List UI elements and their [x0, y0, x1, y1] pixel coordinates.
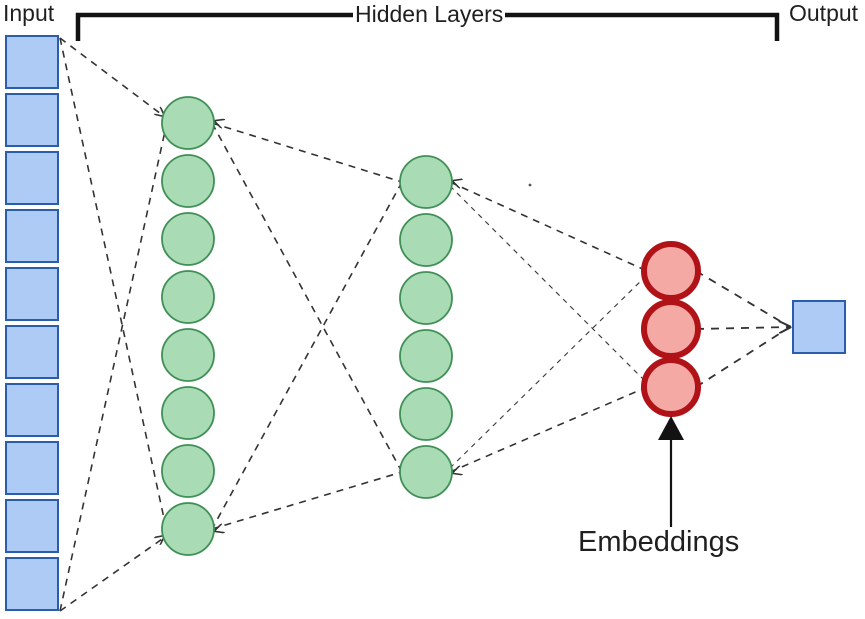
connection-line [59, 37, 166, 524]
input-node [5, 35, 59, 89]
connection-arrowhead [453, 459, 493, 473]
hidden-node [399, 329, 453, 383]
connections-embeddings-to-output [695, 270, 791, 388]
hidden-node [161, 502, 215, 556]
hidden-node [161, 270, 215, 324]
connection-line [449, 274, 648, 469]
embeddings-annotation-arrow [658, 416, 684, 527]
input-node [5, 151, 59, 205]
input-layer-nodes [5, 35, 59, 611]
input-node [5, 441, 59, 495]
hidden-node [161, 444, 215, 498]
connection-line [449, 386, 648, 473]
input-node [5, 383, 59, 437]
stray-dot-artifact [528, 183, 532, 187]
hidden-node [399, 213, 453, 267]
connection-line [211, 122, 403, 473]
connection-arrowhead [77, 45, 164, 116]
hidden-node [399, 271, 453, 325]
input-node [5, 93, 59, 147]
hidden-layer-2-nodes [399, 155, 453, 499]
connections-hidden2-to-embeddings [449, 181, 648, 473]
embedding-layer-nodes [641, 241, 701, 417]
connections-hidden1-to-hidden2 [211, 121, 403, 531]
input-node [5, 499, 59, 553]
hidden-node [161, 386, 215, 440]
hidden-node [161, 212, 215, 266]
embeddings-arrow-head [658, 416, 684, 440]
connection-line [449, 185, 648, 384]
connection-line [59, 536, 166, 612]
connection-line [59, 130, 166, 612]
hidden-layer-1-nodes [161, 96, 215, 556]
input-node [5, 557, 59, 611]
connection-line [695, 326, 791, 388]
hidden-node [399, 445, 453, 499]
embeddings-label: Embeddings [578, 526, 740, 558]
hidden-node [161, 154, 215, 208]
connection-line [449, 181, 648, 272]
input-node [5, 209, 59, 263]
embedding-node [641, 299, 701, 359]
input-node [5, 267, 59, 321]
hidden-node [161, 328, 215, 382]
embedding-node [641, 241, 701, 301]
connection-line [695, 270, 791, 328]
connection-line [695, 327, 790, 329]
input-node [5, 325, 59, 379]
artifact-dot [528, 183, 532, 187]
embedding-node [641, 357, 701, 417]
connection-line [59, 37, 166, 118]
input-layer-label: Input [3, 0, 55, 26]
connection-arrowhead [453, 181, 493, 195]
hidden-node [399, 155, 453, 209]
hidden-node [161, 96, 215, 150]
connection-line [211, 122, 403, 183]
output-node [792, 300, 846, 354]
connections-input-to-hidden1 [59, 37, 166, 612]
connection-line [211, 181, 403, 530]
output-layer-nodes [792, 300, 846, 354]
hidden-layers-label: Hidden Layers [353, 1, 506, 27]
connection-arrowhead [77, 536, 164, 604]
output-layer-label: Output [789, 0, 859, 26]
hidden-node [399, 387, 453, 441]
connection-line [211, 471, 403, 530]
